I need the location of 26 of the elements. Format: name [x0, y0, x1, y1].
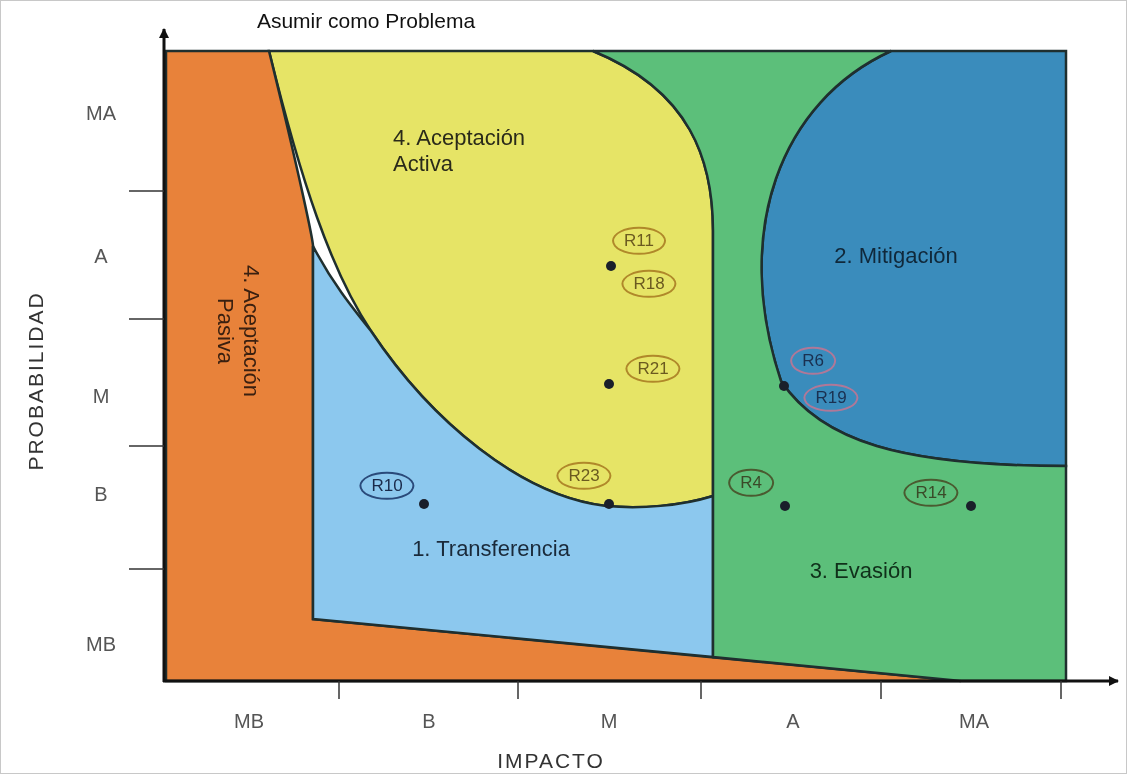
tick-label: M — [92, 384, 110, 408]
risk-label: R23 — [556, 461, 612, 491]
chart-title: Asumir como Problema — [256, 9, 476, 33]
tick-label: MA — [959, 709, 989, 733]
region-label: 4. Aceptación Pasiva — [212, 263, 265, 400]
axis-title: PROBABILIDAD — [24, 291, 48, 471]
risk-label: R11 — [612, 226, 666, 256]
tick-label: M — [600, 709, 618, 733]
risk-label: R14 — [903, 478, 959, 508]
tick-label: A — [786, 709, 800, 733]
risk-label: R18 — [621, 269, 677, 299]
region-label: 1. Transferencia — [412, 535, 570, 563]
tick-label: MA — [86, 101, 116, 125]
region-label: 3. Evasión — [809, 557, 913, 585]
risk-label: R4 — [728, 468, 774, 498]
tick-label: MB — [86, 632, 116, 656]
tick-label: MB — [234, 709, 264, 733]
tick-label: A — [94, 244, 108, 268]
region-label: 4. Aceptación Activa — [393, 124, 527, 178]
risk-label: R10 — [359, 471, 415, 501]
axis-title: IMPACTO — [497, 749, 605, 773]
tick-label: B — [422, 709, 436, 733]
risk-label: R6 — [790, 346, 836, 376]
tick-label: B — [94, 482, 108, 506]
region-label: 2. Mitigación — [834, 242, 958, 270]
risk-label: R21 — [625, 354, 681, 384]
